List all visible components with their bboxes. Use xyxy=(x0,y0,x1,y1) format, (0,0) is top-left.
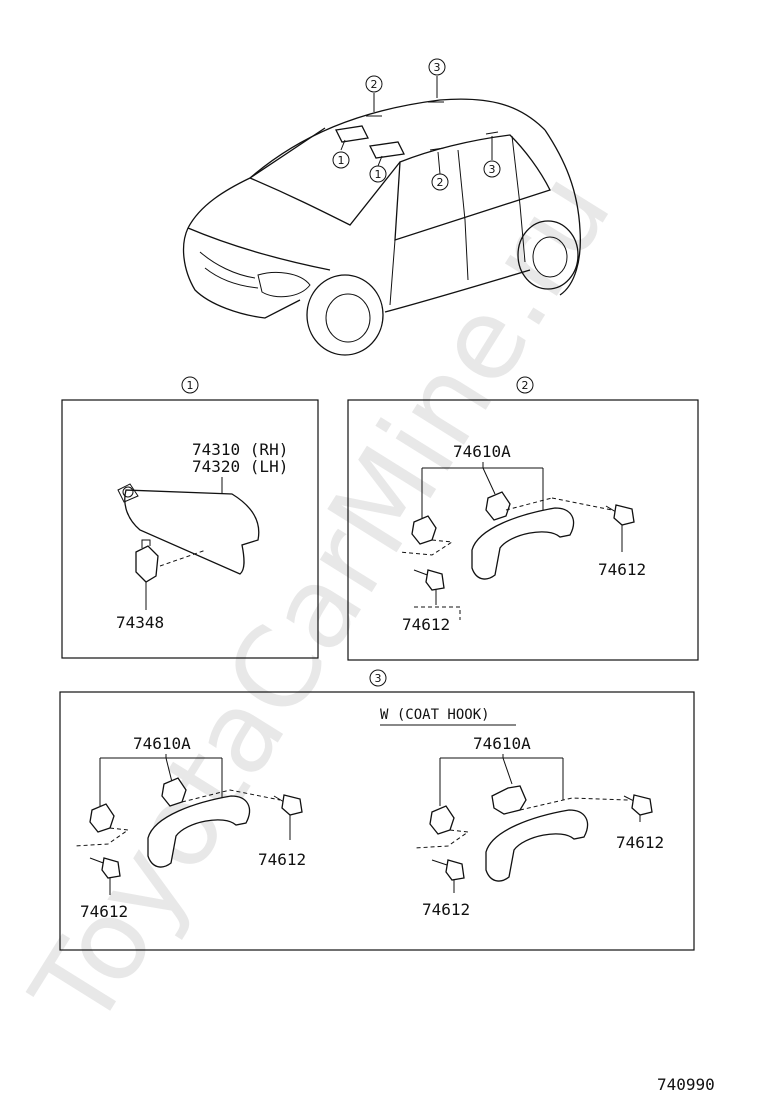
holder-label: 74348 xyxy=(116,613,164,632)
svg-text:1: 1 xyxy=(338,154,345,167)
visor-holder xyxy=(135,545,159,583)
s3-right-grip xyxy=(485,809,589,882)
section-2-frame xyxy=(347,399,699,661)
car-sill xyxy=(384,269,531,313)
car-callout-3b: 3 xyxy=(483,160,501,178)
s2-screw-left xyxy=(413,569,445,591)
s2-screw-label-left: 74612 xyxy=(402,615,450,634)
car-illustration xyxy=(182,76,581,356)
sun-visor-hinge xyxy=(122,486,134,498)
car-callout-2a: 2 xyxy=(365,75,383,93)
s3-right-screw-label-left: 74612 xyxy=(422,900,470,919)
s2-dash xyxy=(399,497,613,556)
car-visor-right xyxy=(369,141,405,159)
car-leaders xyxy=(340,76,493,175)
s3-left-screw-label-right: 74612 xyxy=(258,850,306,869)
car-front xyxy=(182,227,301,319)
car-callout-2b: 2 xyxy=(431,173,449,191)
car-rear-wheel xyxy=(517,220,579,290)
s3-left-bracket-label: 74610A xyxy=(133,734,191,753)
svg-text:2: 2 xyxy=(371,78,378,91)
s2-bracket-label: 74610A xyxy=(453,442,511,461)
s2-grip xyxy=(471,507,575,580)
svg-text:3: 3 xyxy=(489,163,496,176)
svg-text:2: 2 xyxy=(522,379,529,392)
section-2-callout: 2 xyxy=(516,376,534,394)
car-rear-outline xyxy=(544,129,581,296)
s3-left-grip xyxy=(147,795,251,868)
car-side-windows xyxy=(394,134,551,241)
svg-text:1: 1 xyxy=(187,379,194,392)
s2-bracket-right xyxy=(485,491,511,521)
s3-left-dash xyxy=(73,789,281,847)
svg-text:2: 2 xyxy=(437,176,444,189)
svg-text:3: 3 xyxy=(375,672,382,685)
car-pillar-rear xyxy=(511,135,521,206)
svg-text:3: 3 xyxy=(434,61,441,74)
s3-left-screw-label-left: 74612 xyxy=(80,902,128,921)
s2-screw-left-dash xyxy=(414,606,461,620)
svg-text:1: 1 xyxy=(375,168,382,181)
car-grip-c xyxy=(429,147,445,151)
section-3-frame xyxy=(59,691,695,951)
car-pillar xyxy=(457,149,466,221)
diagram-code: 740990 xyxy=(657,1075,715,1094)
sun-visor xyxy=(124,489,260,575)
visor-holder-tab xyxy=(141,539,151,548)
car-windshield xyxy=(249,127,401,226)
car-callout-3a: 3 xyxy=(428,58,446,76)
s3-right-bracket-right xyxy=(491,785,527,815)
car-callout-1a: 1 xyxy=(332,151,350,169)
s3-left-bracket-leader xyxy=(99,754,223,806)
car-hood xyxy=(187,177,331,271)
visor-label-lh: 74320 (LH) xyxy=(192,457,288,476)
s2-screw-label-right: 74612 xyxy=(598,560,646,579)
car-door-line xyxy=(389,204,526,306)
section-1-frame xyxy=(61,399,319,659)
section-3-callout: 3 xyxy=(369,669,387,687)
car-front-wheel xyxy=(306,274,384,356)
s3-variant-label: W (COAT HOOK) xyxy=(380,707,490,723)
s3-right-bracket-label: 74610A xyxy=(473,734,531,753)
car-roof-outline xyxy=(249,98,546,179)
s3-left-screw-left xyxy=(89,857,121,879)
s3-right-dash xyxy=(413,797,629,849)
car-grille xyxy=(199,251,259,289)
s3-right-screw-left xyxy=(431,859,465,881)
s3-left-screw-right xyxy=(273,794,303,816)
sun-visor-pivot xyxy=(117,483,139,503)
s2-bracket-leader xyxy=(421,462,544,520)
s2-screw-right xyxy=(605,504,635,526)
section-1-callout: 1 xyxy=(181,376,199,394)
car-headlight xyxy=(257,272,311,298)
s3-right-screw-label-right: 74612 xyxy=(616,833,664,852)
s3-right-bracket-leader xyxy=(439,754,564,806)
car-callout-1b: 1 xyxy=(369,165,387,183)
holder-dash xyxy=(159,549,207,567)
visor-label-rh: 74310 (RH) xyxy=(192,440,288,459)
car-grip-d xyxy=(485,131,499,135)
car-visor-left xyxy=(335,125,369,143)
s3-right-screw-right xyxy=(623,794,653,816)
